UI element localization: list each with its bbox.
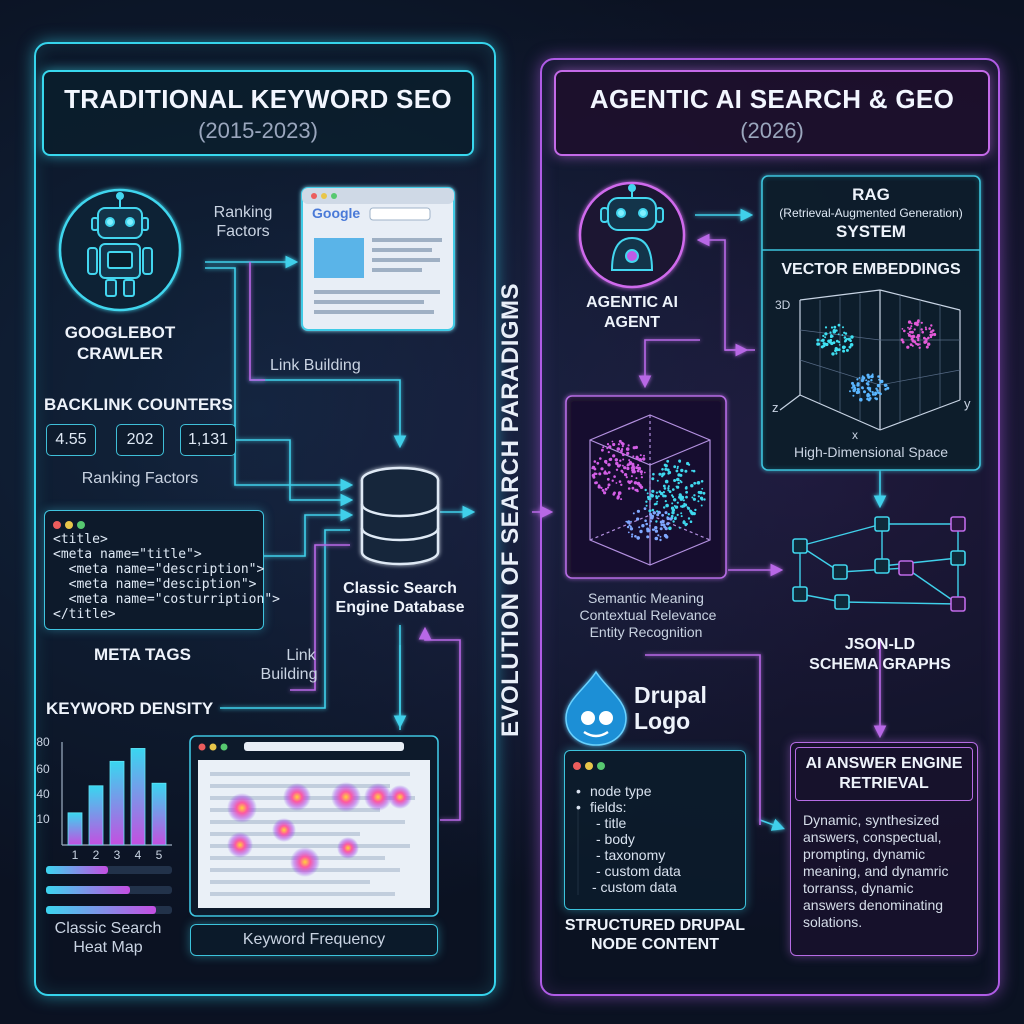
bar-category-5: 5 [155, 848, 163, 862]
vector-title: VECTOR EMBEDDINGS [781, 261, 961, 278]
axis-y-label: y [964, 396, 971, 411]
answer-line-7: solations. [803, 914, 863, 930]
node-line-6: - custom data [596, 863, 681, 879]
meta-line-1: <title> [53, 532, 108, 547]
y-tick-40: 40 [36, 787, 50, 801]
bar-category-1: 1 [71, 848, 79, 862]
drupal-word-1: Drupal [634, 682, 707, 708]
center-title: EVOLUTION OF SEARCH PARADIGMS [497, 282, 524, 738]
meta-line-2: <meta name="title"> [53, 547, 202, 562]
semantic-line-2: Contextual Relevance [579, 607, 717, 623]
ranking-factors-label-2: Factors [216, 223, 270, 240]
google-logo: Google [312, 205, 361, 221]
y-tick-10: 10 [36, 812, 50, 826]
structured-title-1: STRUCTURED DRUPAL [564, 917, 746, 934]
node-line-4: - body [596, 831, 635, 847]
bar-category-3: 3 [113, 848, 121, 862]
left-title: TRADITIONAL KEYWORD SEO [64, 84, 452, 114]
bar-category-4: 4 [134, 848, 142, 862]
counter-3: 1,131 [180, 424, 236, 456]
node-line-3: - title [596, 815, 627, 831]
drupal-word-2: Logo [634, 708, 691, 734]
meta-line-5: <meta name="costurription"> [53, 592, 280, 607]
jsonld-title-2: SCHEMA GRAPHS [809, 656, 951, 673]
axis-z-label: z [772, 400, 779, 415]
axis-x-label: x [852, 428, 858, 442]
rag-subtitle: (Retrieval-Augmented Generation) [779, 206, 963, 220]
rag-system: SYSTEM [836, 222, 906, 241]
link-building-top: Link Building [270, 357, 361, 374]
meta-tags-title: META TAGS [94, 645, 191, 664]
meta-line-3: <meta name="description"> [53, 562, 265, 577]
agent-label-2: AGENT [604, 314, 660, 331]
high-dim-label: High-Dimensional Space [793, 444, 949, 460]
node-line-2: fields: [590, 799, 627, 815]
right-title: AGENTIC AI SEARCH & GEO [589, 84, 955, 114]
answer-line-6: answers denominating [803, 897, 944, 913]
answer-line-5: torranss, dynamic [803, 880, 914, 896]
right-subtitle: (2026) [740, 118, 804, 143]
window-dots [53, 516, 89, 534]
window-dots-right [573, 757, 609, 775]
meta-tags-window: <title> <meta name="title"> <meta name="… [44, 510, 280, 630]
answer-title-frame [795, 747, 973, 801]
node-bullet-2: • [576, 799, 581, 815]
counters-caption: Ranking Factors [81, 470, 199, 487]
right-panel [540, 58, 1000, 996]
counter-1: 4.55 [46, 424, 96, 456]
database-label-2: Engine Database [335, 599, 465, 616]
right-title-box: AGENTIC AI SEARCH & GEO (2026) [554, 70, 990, 156]
heatmap-caption-2: Heat Map [73, 939, 143, 956]
bar-category-2: 2 [92, 848, 100, 862]
meta-line-6: </title> [53, 607, 116, 622]
link-building-bottom-2: Building [260, 666, 318, 683]
heatmap-caption-1: Classic Search [54, 920, 162, 937]
keyword-density-title: KEYWORD DENSITY [46, 699, 214, 718]
node-line-5: - taxonomy [596, 847, 666, 863]
crawler-label-1: GOOGLEBOT [64, 323, 176, 342]
database-label-1: Classic Search [343, 580, 457, 597]
agent-label-1: AGENTIC AI [586, 294, 678, 311]
node-line-1: node type [590, 783, 652, 799]
jsonld-title-1: JSON-LD [844, 636, 916, 653]
node-line-7: - custom data [592, 879, 677, 895]
ranking-factors-label-1: Ranking [213, 204, 273, 221]
left-panel [34, 42, 496, 996]
axis-3d-label: 3D [775, 298, 791, 312]
semantic-line-1: Semantic Meaning [588, 590, 704, 606]
y-tick-60: 60 [36, 762, 50, 776]
left-title-box: TRADITIONAL KEYWORD SEO (2015-2023) [42, 70, 474, 156]
rag-title: RAG [852, 185, 890, 204]
counter-2: 202 [116, 424, 164, 456]
left-subtitle: (2015-2023) [198, 118, 318, 143]
answer-title-2: RETRIEVAL [839, 775, 929, 792]
keyword-frequency-label: Keyword Frequency [242, 931, 386, 948]
answer-line-3: prompting, dynamic [803, 846, 926, 862]
backlink-counters-title: BACKLINK COUNTERS [44, 395, 233, 414]
answer-line-4: meaning, and dynamric [803, 863, 949, 879]
meta-line-4: <meta name="desciption"> [53, 577, 257, 592]
structured-title-2: NODE CONTENT [591, 936, 719, 953]
link-building-bottom-1: Link [286, 647, 316, 664]
semantic-line-3: Entity Recognition [589, 624, 703, 640]
answer-line-1: Dynamic, synthesized [803, 812, 940, 828]
y-tick-80: 80 [36, 735, 50, 749]
answer-line-2: answers, conspectual, [803, 829, 942, 845]
crawler-label-2: CRAWLER [77, 344, 163, 363]
drupal-node-window [564, 750, 746, 910]
answer-engine-box: AI ANSWER ENGINE RETRIEVAL Dynamic, synt… [790, 742, 978, 956]
answer-title-1: AI ANSWER ENGINE [805, 755, 963, 772]
keyword-frequency-box: Keyword Frequency [190, 924, 438, 956]
node-bullet-1: • [576, 783, 581, 799]
